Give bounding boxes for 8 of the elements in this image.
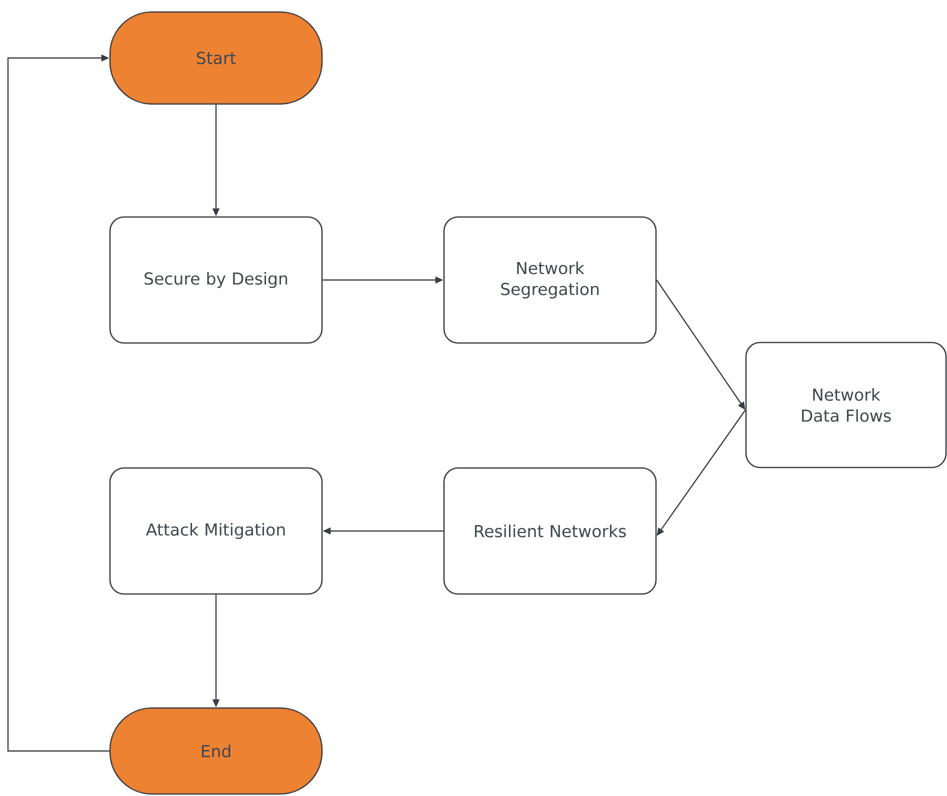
process-box: Resilient Networks — [443, 467, 657, 595]
terminal-box: End — [109, 707, 323, 795]
process-box: Network Segregation — [443, 216, 657, 344]
arrow — [7, 54, 110, 752]
terminal-box: Start — [109, 11, 323, 105]
process-box: Secure by Design — [109, 216, 323, 344]
process-box: Attack Mitigation — [109, 467, 323, 595]
process-box: Network Data Flows — [745, 342, 947, 468]
